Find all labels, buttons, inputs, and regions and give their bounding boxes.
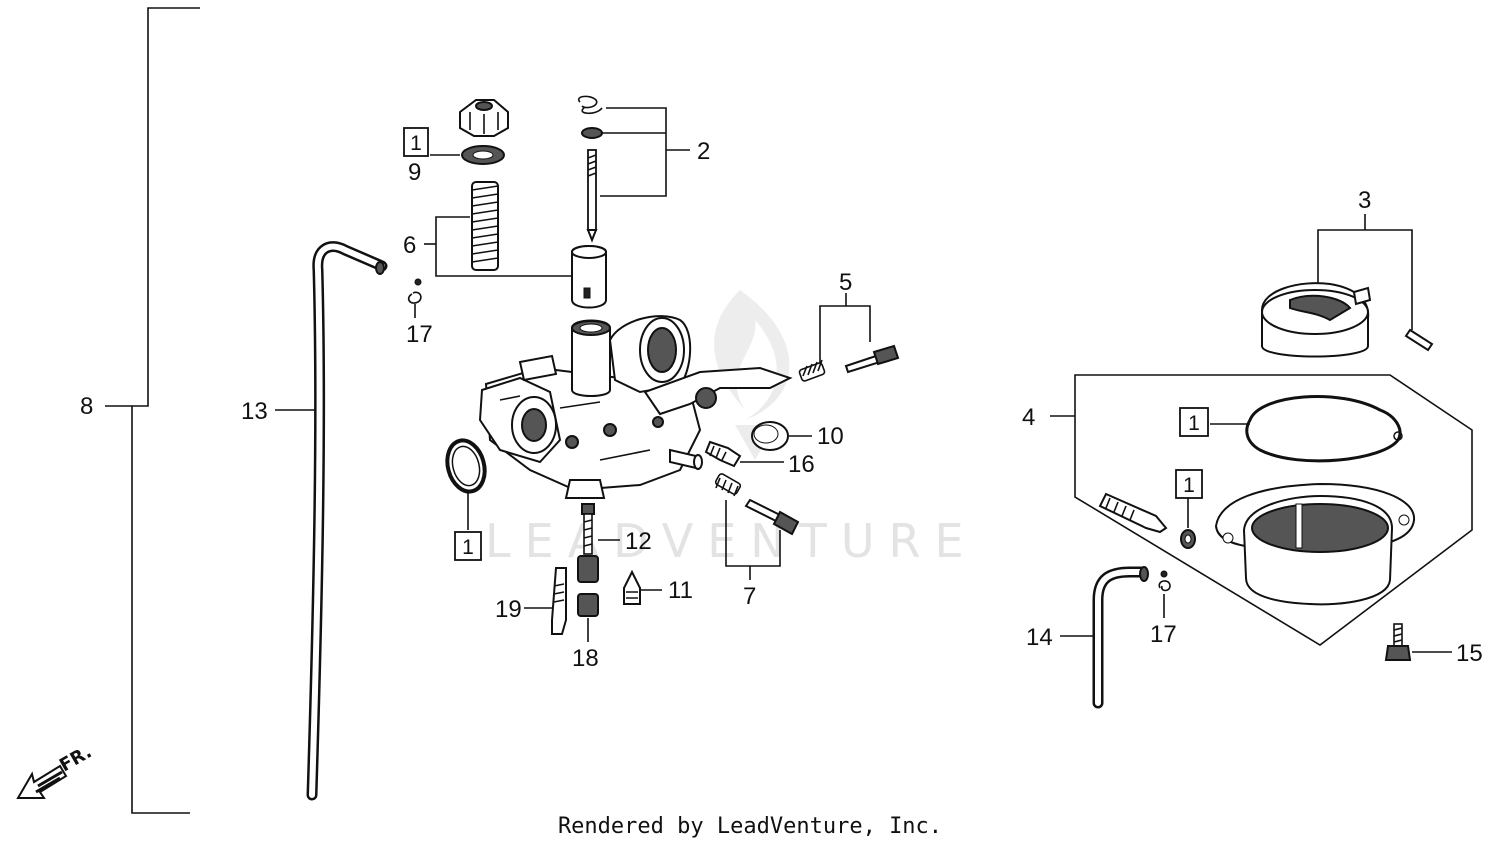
callout-14: 14 [1026, 624, 1053, 651]
callout-15: 15 [1456, 640, 1483, 667]
pilot-jet-19 [524, 567, 567, 635]
callout-6: 6 [403, 232, 416, 259]
callout-2: 2 [697, 138, 710, 165]
kit-box-1d: 1 [1175, 469, 1203, 499]
svg-text:1: 1 [410, 132, 422, 155]
hose-clip-17-upper [407, 278, 422, 318]
drain-screw [1098, 492, 1196, 549]
float-valve-11 [623, 569, 662, 605]
kit-box-1c: 1 [1179, 407, 1209, 437]
screw-15 [1384, 623, 1452, 661]
pilot-screw-5 [798, 293, 900, 382]
spring-6 [424, 181, 572, 277]
callout-19: 19 [495, 596, 522, 623]
callout-12: 12 [625, 528, 652, 555]
callout-11: 11 [668, 577, 693, 604]
callout-13: 13 [241, 398, 268, 425]
front-direction-arrow-icon: FR. [16, 741, 95, 799]
kit-box-1a: 1 [403, 127, 429, 157]
carburetor-body [478, 315, 793, 499]
svg-text:1: 1 [1183, 474, 1195, 497]
callout-10: 10 [817, 423, 844, 450]
svg-text:1: 1 [1188, 412, 1200, 435]
callout-5: 5 [839, 269, 852, 296]
float-chamber-group-4 [1050, 374, 1473, 646]
main-jet-18 [577, 593, 599, 642]
float-chamber [1214, 482, 1416, 606]
air-screw-7 [714, 473, 800, 580]
svg-text:1: 1 [462, 536, 474, 559]
jet-needle-2 [577, 95, 690, 243]
callout-8: 8 [80, 393, 93, 420]
o-ring-left [445, 438, 487, 530]
cap-plug-10 [751, 421, 812, 451]
throttle-slide [571, 245, 607, 309]
callout-18: 18 [572, 645, 599, 672]
top-cap [459, 99, 509, 137]
bracket-8 [105, 7, 200, 814]
watermark: LEADVENTURE [485, 514, 978, 568]
callout-4: 4 [1022, 404, 1035, 431]
drain-tube-14 [1060, 566, 1149, 709]
callout-9: 9 [408, 159, 421, 186]
kit-box-1b: 1 [454, 531, 482, 561]
fuel-tube-13 [275, 241, 388, 801]
washer-9 [430, 145, 505, 165]
callout-17-upper: 17 [406, 321, 433, 348]
float-3 [1261, 214, 1434, 358]
callout-17-lower: 17 [1150, 621, 1177, 648]
screw-16 [704, 440, 784, 468]
callout-16: 16 [788, 451, 815, 478]
callout-3: 3 [1358, 187, 1371, 214]
callout-7: 7 [743, 583, 756, 610]
hose-clip-17-lower [1158, 570, 1171, 618]
footer-credit: Rendered by LeadVenture, Inc. [558, 814, 942, 839]
needle-jet-12 [577, 503, 620, 583]
chamber-gasket [1210, 395, 1403, 463]
